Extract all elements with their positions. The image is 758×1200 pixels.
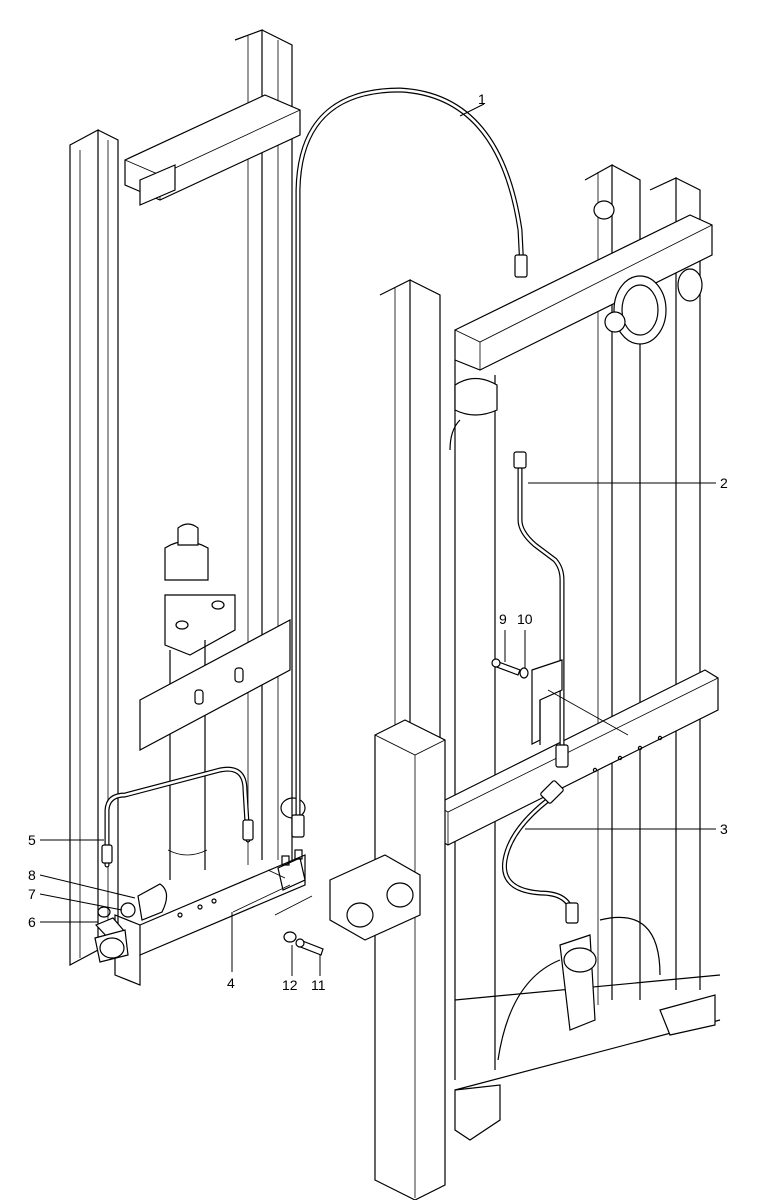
- callout-9: 9: [499, 611, 507, 627]
- callout-5: 5: [28, 832, 36, 848]
- hose-3: [501, 780, 579, 924]
- assembly-guides: [232, 689, 629, 916]
- callout-8: 8: [28, 867, 36, 883]
- callout-labels: 1 2 3 4 5 6 7 8 9 10 11 12: [28, 91, 728, 993]
- callout-4: 4: [227, 975, 235, 991]
- right-mast-assembly: [329, 163, 721, 1200]
- hose-2: [513, 451, 569, 768]
- hose-5: [101, 766, 254, 868]
- hose-1: [291, 87, 528, 838]
- left-mast-assembly: [69, 29, 306, 986]
- callout-2: 2: [720, 475, 728, 491]
- callout-7: 7: [28, 886, 36, 902]
- washer-12: [283, 931, 297, 943]
- hose-clip-bracket: [531, 659, 563, 745]
- callout-12: 12: [282, 977, 298, 993]
- callout-1: 1: [478, 91, 486, 107]
- bolt-11: [295, 938, 324, 956]
- callout-11: 11: [311, 977, 326, 993]
- leader-lines: [39, 103, 716, 976]
- callout-3: 3: [720, 821, 728, 837]
- bolt-9: [491, 658, 521, 676]
- callout-10: 10: [517, 611, 533, 627]
- callout-6: 6: [28, 914, 36, 930]
- washer-10: [519, 667, 529, 679]
